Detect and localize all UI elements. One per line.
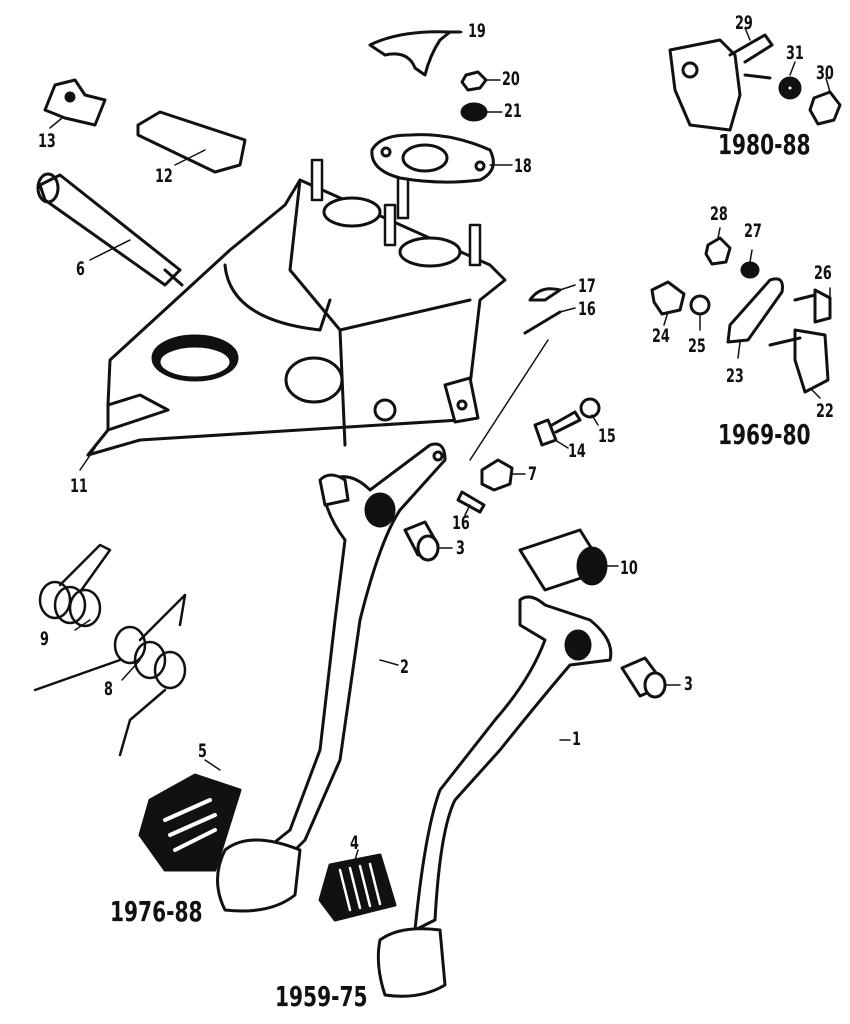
- clip-13: [43, 78, 107, 127]
- part-label-8: 8: [104, 678, 113, 700]
- part-label-10: 10: [620, 557, 638, 579]
- part-label-9: 9: [40, 628, 49, 650]
- part-label-7: 7: [528, 463, 537, 485]
- washer-22: [460, 102, 488, 122]
- plate-12: [136, 110, 247, 174]
- pedal-box-bracket: [86, 178, 507, 457]
- part-label-26: 25: [688, 335, 706, 357]
- pin-16: [456, 490, 486, 514]
- part-label-28: 27: [744, 220, 762, 242]
- switch-bracket-30: [668, 33, 842, 132]
- part-label-30: 29: [735, 12, 753, 34]
- clutch-pedal: [216, 442, 447, 913]
- year-range-1959-75: 1959-75: [275, 980, 368, 1013]
- part-label-14: 14: [568, 440, 586, 462]
- gasket-19: [370, 133, 495, 184]
- bushes: [403, 520, 667, 699]
- split-pin-17: [523, 310, 562, 335]
- part-label-29: 28: [710, 203, 728, 225]
- pivot-pin: [36, 172, 184, 287]
- washer-15: [579, 397, 601, 419]
- part-label-24: 23: [726, 365, 744, 387]
- part-label-20: 19: [468, 20, 486, 42]
- switch-parts-1969: [650, 236, 832, 394]
- part-label-21: 20: [502, 68, 520, 90]
- fork-20: [368, 30, 452, 77]
- part-label-32: 31: [786, 42, 804, 64]
- nut-7: [480, 458, 514, 492]
- part-label-5: 5: [198, 740, 207, 762]
- leader-lines: [49, 27, 831, 861]
- clip-18: [528, 287, 562, 302]
- pad-5: [138, 773, 242, 872]
- part-label-31: 30: [816, 62, 834, 84]
- nut-21: [460, 70, 488, 92]
- part-label-12: 12: [155, 165, 173, 187]
- part-label-6: 6: [76, 258, 85, 280]
- part-label-22: 21: [504, 100, 522, 122]
- part-label-2: 2: [400, 656, 409, 678]
- part-label-19: 18: [514, 155, 532, 177]
- part-label-25: 24: [652, 325, 670, 347]
- part-label-23: 22: [816, 400, 834, 422]
- part-label-3b: 3: [684, 673, 693, 695]
- part-label-16: 16: [452, 512, 470, 534]
- year-range-1969-80: 1969-80: [718, 418, 811, 451]
- part-label-15: 15: [598, 425, 616, 447]
- part-label-11: 11: [70, 475, 88, 497]
- springs: [33, 543, 187, 757]
- part-label-17: 16: [578, 298, 596, 320]
- part-label-4: 4: [350, 832, 359, 854]
- year-range-1980-88: 1980-88: [718, 128, 811, 161]
- brake-pedal: [376, 595, 613, 998]
- pad-4: [318, 853, 397, 922]
- year-range-1976-88: 1976-88: [110, 895, 203, 928]
- part-label-18: 17: [578, 275, 596, 297]
- part-label-3a: 3: [456, 537, 465, 559]
- part-label-1: 1: [572, 728, 581, 750]
- part-label-13: 13: [38, 130, 56, 152]
- part-label-27: 26: [814, 262, 832, 284]
